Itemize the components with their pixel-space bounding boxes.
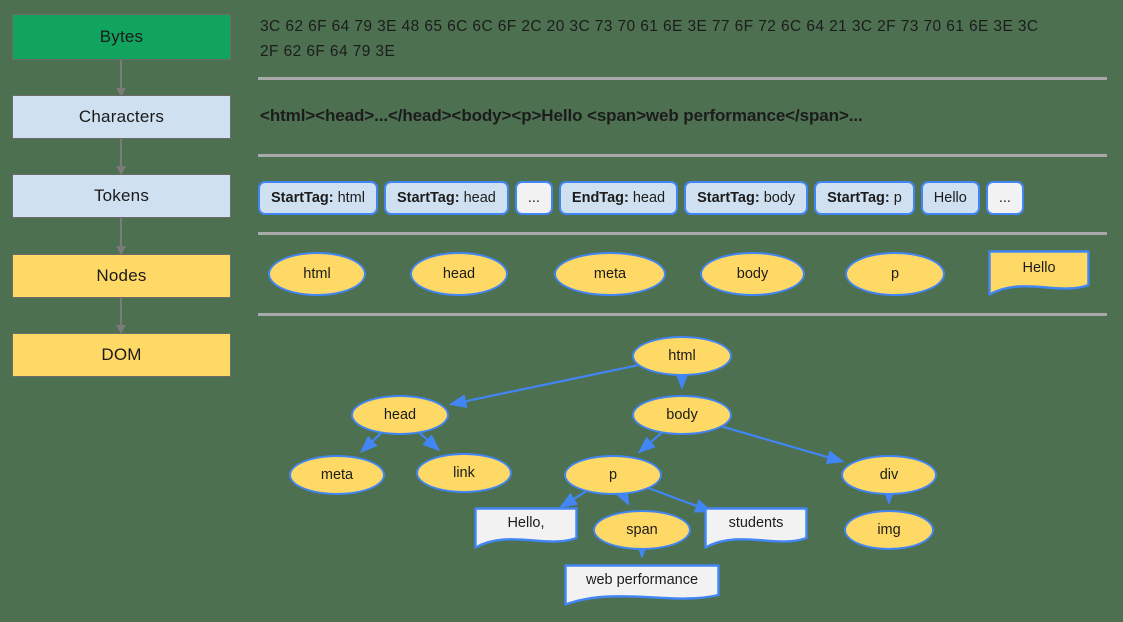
separator-characters-tokens bbox=[258, 154, 1107, 157]
node-ellipse[interactable]: html bbox=[268, 252, 366, 296]
tree-edge-p-to-span bbox=[614, 487, 630, 506]
tree-edge-html-to-head bbox=[448, 364, 638, 409]
node-ellipse[interactable]: p bbox=[845, 252, 945, 296]
separator-nodes-dom bbox=[258, 313, 1107, 316]
token-chip[interactable]: StartTag:head bbox=[383, 181, 509, 215]
tree-node-link[interactable]: link bbox=[416, 453, 512, 493]
pipeline-step-label: Bytes bbox=[99, 27, 144, 46]
tree-node-stud[interactable]: students bbox=[704, 507, 808, 549]
token-chip[interactable]: StartTag:body bbox=[684, 181, 809, 215]
tree-edge-body-to-div bbox=[722, 425, 845, 464]
tree-node-label: students bbox=[728, 515, 784, 532]
node-label: Hello bbox=[1022, 259, 1056, 276]
pipeline-step-characters: Characters bbox=[12, 95, 231, 139]
tree-node-meta[interactable]: meta bbox=[289, 455, 385, 495]
tree-node-img[interactable]: img bbox=[844, 510, 934, 550]
token-prefix: StartTag: bbox=[271, 190, 334, 206]
node-ellipse[interactable]: body bbox=[700, 252, 805, 296]
token-value: p bbox=[893, 190, 902, 206]
characters-markup-text: <html><head>...</head><body><p>Hello <sp… bbox=[260, 106, 863, 125]
node-document[interactable]: Hello bbox=[988, 250, 1090, 296]
pipeline-step-label: Tokens bbox=[93, 186, 150, 205]
pipeline-step-label: Nodes bbox=[96, 266, 147, 285]
pipeline-step-label: DOM bbox=[101, 345, 142, 364]
token-value: head bbox=[632, 190, 666, 206]
pipeline-arrow-bytes-to-characters bbox=[120, 60, 122, 96]
tree-node-body[interactable]: body bbox=[632, 395, 732, 435]
token-chip[interactable]: ... bbox=[985, 181, 1024, 215]
token-value: ... bbox=[527, 190, 540, 206]
tree-node-hello[interactable]: Hello, bbox=[474, 507, 578, 549]
tree-node-p[interactable]: p bbox=[564, 455, 662, 495]
tree-edge-body-to-p bbox=[637, 432, 662, 454]
token-prefix: StartTag: bbox=[697, 190, 760, 206]
tree-node-html[interactable]: html bbox=[632, 336, 732, 376]
token-chip[interactable]: Hello bbox=[920, 181, 980, 215]
tree-node-label: Hello, bbox=[507, 515, 545, 532]
pipeline-step-label: Characters bbox=[78, 107, 165, 126]
token-chip[interactable]: StartTag:html bbox=[258, 181, 378, 215]
token-prefix: StartTag: bbox=[396, 190, 460, 206]
tree-node-div[interactable]: div bbox=[841, 455, 937, 495]
token-chip[interactable]: ... bbox=[514, 181, 553, 215]
tree-edge-head-to-link bbox=[419, 432, 441, 452]
tree-node-perf[interactable]: web performance bbox=[564, 564, 720, 606]
pipeline-arrow-tokens-to-nodes bbox=[120, 218, 122, 254]
token-chip[interactable]: EndTag:head bbox=[558, 181, 679, 215]
pipeline-step-tokens: Tokens bbox=[12, 174, 231, 218]
pipeline-step-bytes: Bytes bbox=[12, 14, 231, 60]
pipeline-arrow-nodes-to-dom bbox=[120, 298, 122, 333]
token-value: body bbox=[763, 190, 796, 206]
token-value: html bbox=[337, 190, 365, 206]
tree-edge-p-to-hello bbox=[559, 490, 587, 508]
tree-edge-p-to-stud bbox=[648, 487, 713, 513]
node-ellipse[interactable]: meta bbox=[554, 252, 666, 296]
token-value: head bbox=[463, 190, 496, 206]
token-chip[interactable]: StartTag:p bbox=[814, 181, 915, 215]
separator-bytes-characters bbox=[258, 77, 1107, 80]
pipeline-arrow-characters-to-tokens bbox=[120, 139, 122, 174]
tree-node-label: web performance bbox=[585, 572, 699, 589]
token-value: ... bbox=[998, 190, 1011, 206]
token-prefix: StartTag: bbox=[827, 190, 890, 206]
tree-node-head[interactable]: head bbox=[351, 395, 449, 435]
bytes-hex-text: 3C 62 6F 64 79 3E 48 65 6C 6C 6F 2C 20 3… bbox=[260, 18, 1044, 60]
tree-node-span[interactable]: span bbox=[593, 510, 691, 550]
pipeline-step-dom: DOM bbox=[12, 333, 231, 377]
separator-tokens-nodes bbox=[258, 232, 1107, 235]
tree-edge-head-to-meta bbox=[360, 432, 382, 454]
token-value: Hello bbox=[933, 190, 967, 206]
token-prefix: EndTag: bbox=[571, 190, 629, 206]
pipeline-step-nodes: Nodes bbox=[12, 254, 231, 298]
node-ellipse[interactable]: head bbox=[410, 252, 508, 296]
